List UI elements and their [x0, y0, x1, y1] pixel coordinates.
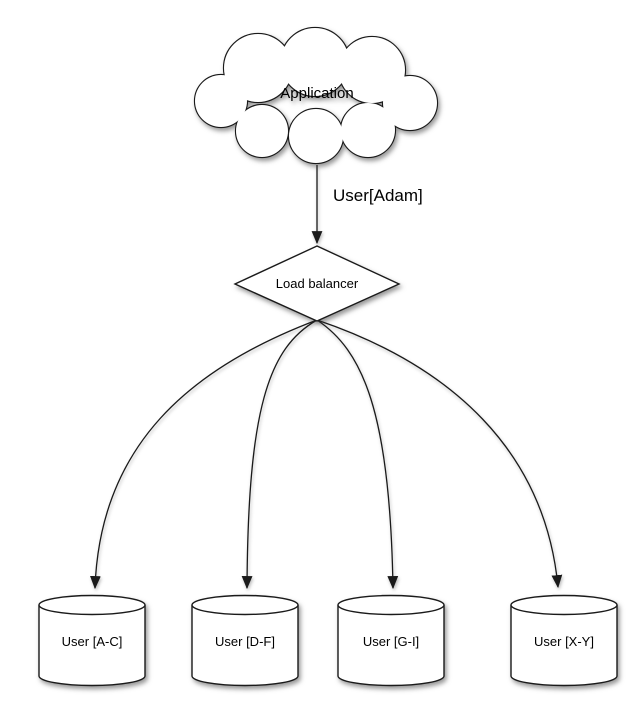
node-shard-gi: User [G-I] [337, 594, 445, 687]
edge-loadbalancer-to-shard-df [241, 319, 318, 590]
cylinder-top [191, 594, 299, 616]
node-shard-gi-label: User [G-I] [363, 634, 419, 649]
edge-loadbalancer-to-shard-xy [316, 319, 563, 589]
node-shard-df-label: User [D-F] [215, 634, 275, 649]
cylinder-body [337, 605, 445, 687]
node-shard-df: User [D-F] [191, 594, 299, 687]
node-application-cloud: Application [193, 26, 439, 165]
node-application-label: Application [280, 85, 353, 102]
cloud-fill [195, 28, 437, 163]
node-shard-ac: User [A-C] [38, 594, 146, 687]
edge-loadbalancer-to-shard-ac [90, 319, 318, 590]
node-load-balancer-label: Load balancer [276, 276, 359, 291]
edges-layer [90, 165, 563, 590]
cylinder-top [337, 594, 445, 616]
edge-label-user-adam: User[Adam] [333, 186, 423, 205]
cylinder-top [510, 594, 618, 616]
cylinder-body [38, 605, 146, 687]
edge-loadbalancer-to-shard-gi [316, 319, 399, 590]
cylinder-top [38, 594, 146, 616]
cylinder-body [510, 605, 618, 687]
diamond-shape [233, 245, 401, 322]
cylinder-body [191, 605, 299, 687]
node-shard-ac-label: User [A-C] [62, 634, 123, 649]
node-load-balancer: Load balancer [233, 245, 401, 322]
node-shard-xy-label: User [X-Y] [534, 634, 594, 649]
node-shard-xy: User [X-Y] [510, 594, 618, 687]
